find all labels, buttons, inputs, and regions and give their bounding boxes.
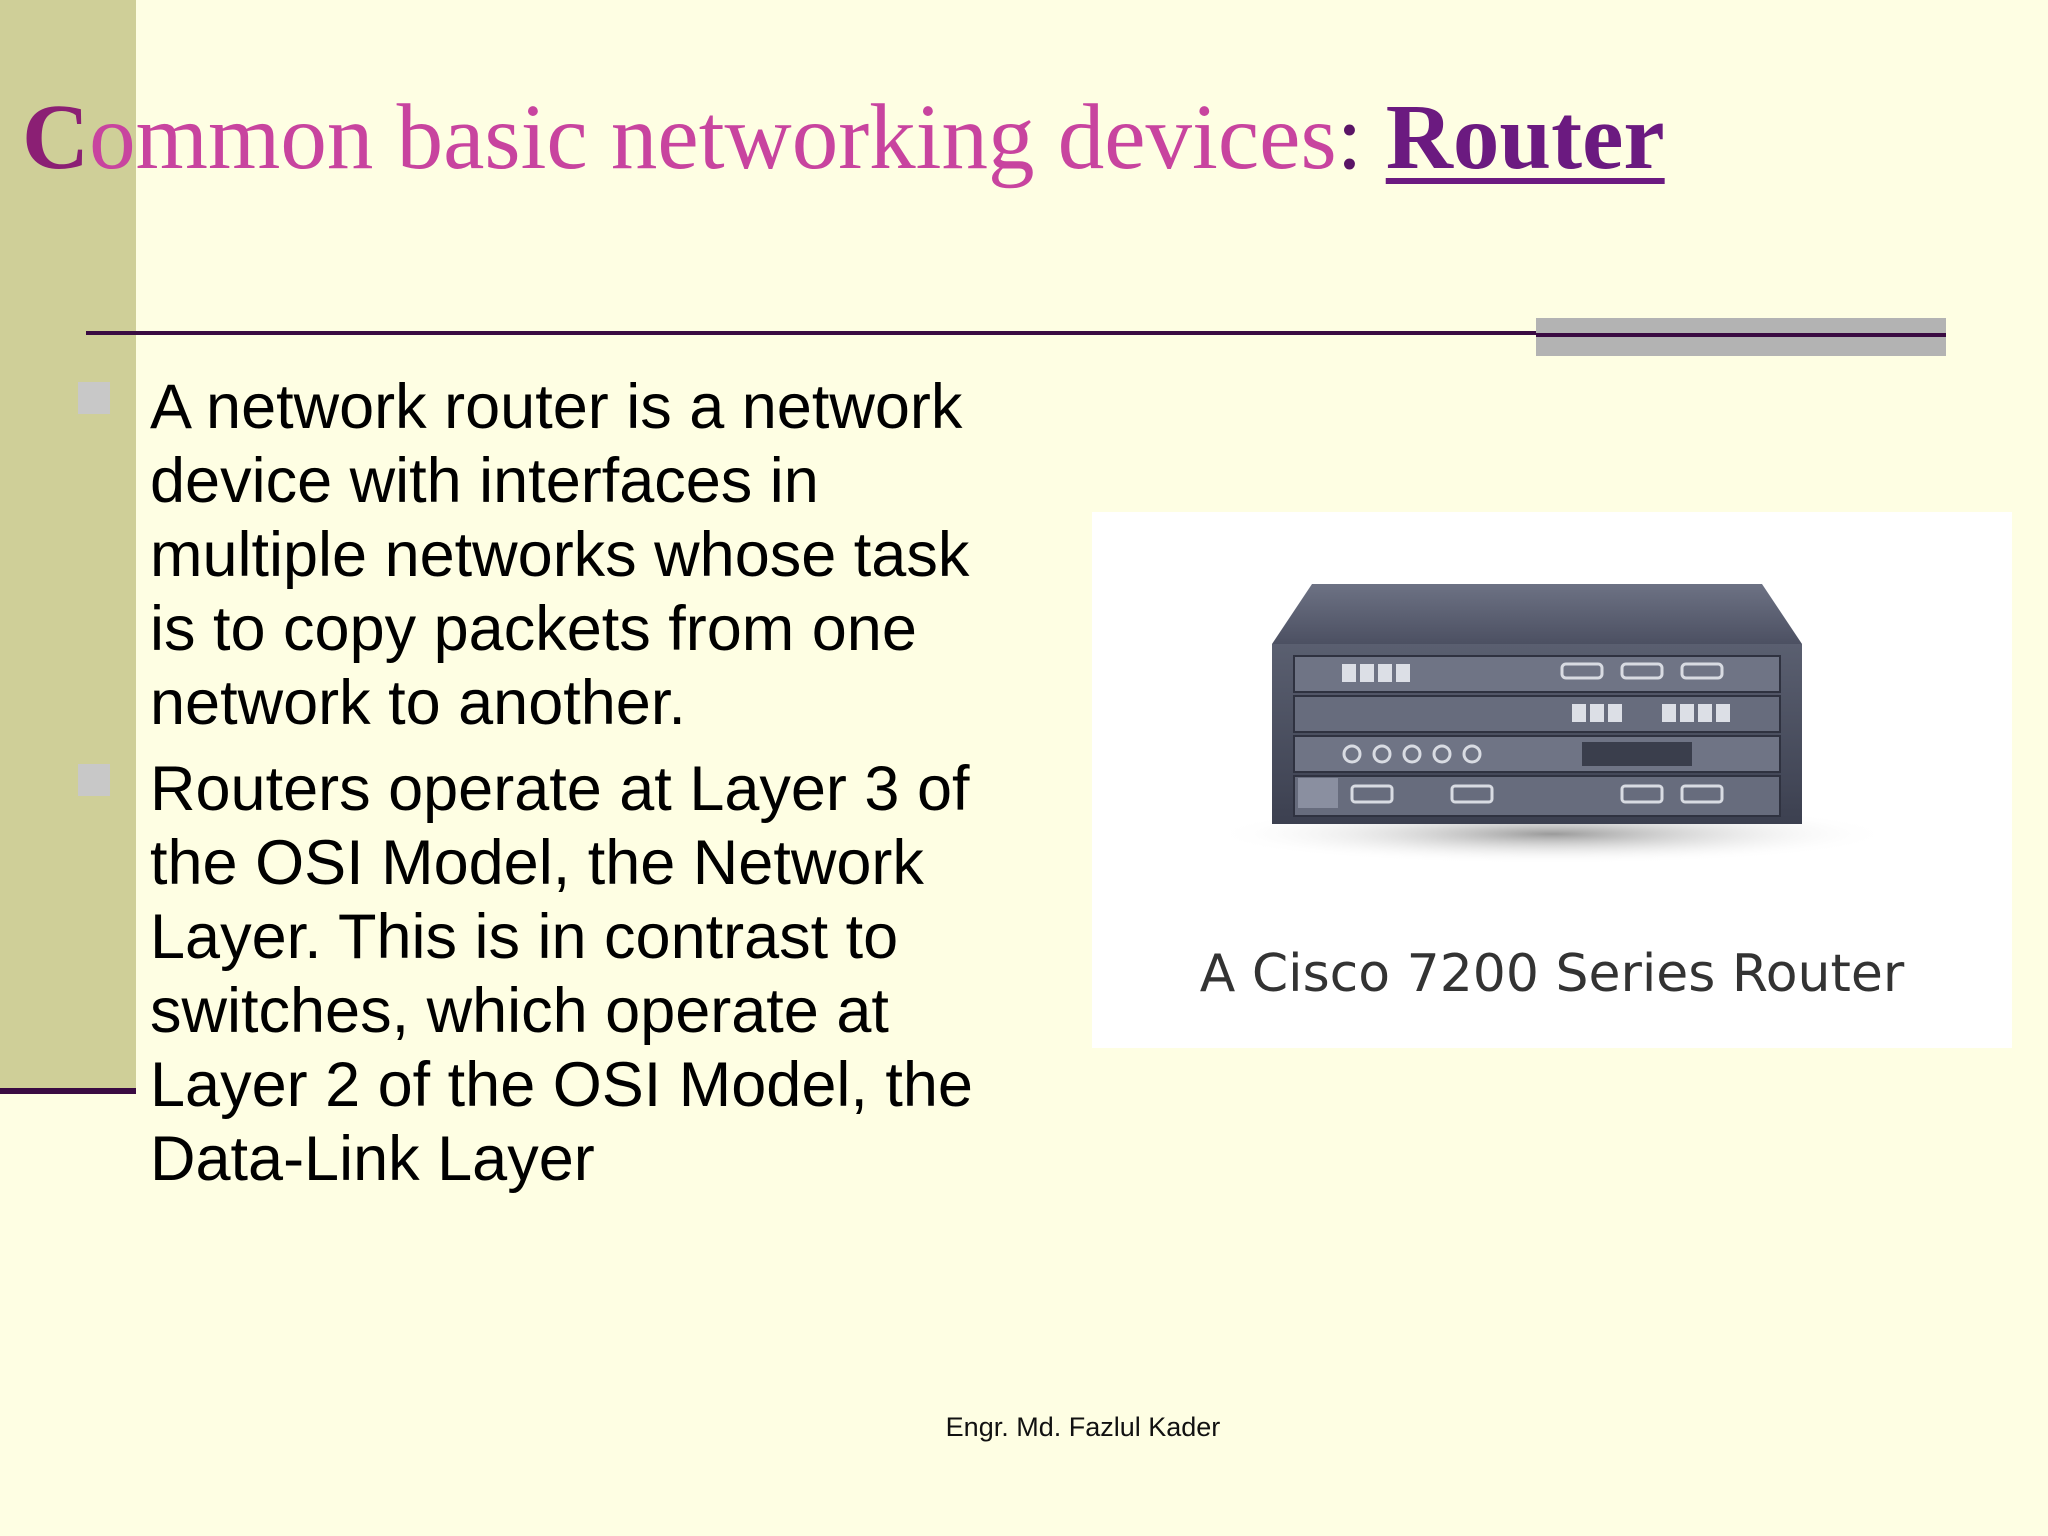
slide-title: Common basic networking devices: Router (22, 82, 1665, 194)
bullet-text: A network router is a network device wit… (150, 372, 970, 738)
left-decorative-band (0, 0, 136, 1090)
title-text: ommon basic networking devices (89, 86, 1337, 189)
square-bullet-icon (78, 382, 110, 414)
title-keyword: Router (1385, 86, 1665, 189)
title-rule-accent (1536, 318, 1946, 356)
bullet-item: A network router is a network device wit… (78, 370, 978, 740)
title-initial: C (22, 86, 90, 189)
title-colon: : (1336, 86, 1363, 189)
router-figure: A Cisco 7200 Series Router (1092, 512, 2012, 1048)
left-band-divider (0, 1088, 136, 1094)
bullet-text: Routers operate at Layer 3 of the OSI Mo… (150, 754, 973, 1194)
footer-author: Engr. Md. Fazlul Kader (945, 1412, 1221, 1442)
title-rule (86, 331, 1944, 335)
router-image (1212, 584, 1892, 864)
title-rule-accent-line (1536, 333, 1946, 337)
bullet-item: Routers operate at Layer 3 of the OSI Mo… (78, 752, 978, 1196)
figure-caption: A Cisco 7200 Series Router (1199, 944, 1905, 1004)
square-bullet-icon (78, 764, 110, 796)
bullet-list: A network router is a network device wit… (78, 370, 978, 1208)
